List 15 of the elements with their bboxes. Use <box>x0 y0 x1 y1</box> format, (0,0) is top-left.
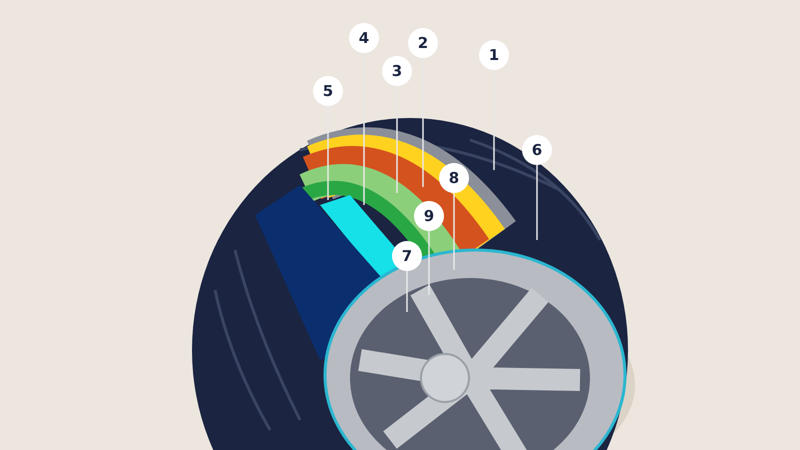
leader-line <box>406 271 408 312</box>
leader-line <box>363 53 365 205</box>
callout-number: 1 <box>479 40 509 70</box>
callout-number: 5 <box>313 76 343 106</box>
leader-line <box>536 165 538 240</box>
leader-line <box>453 193 455 270</box>
callout-number: 3 <box>382 56 412 86</box>
leader-line <box>428 231 430 295</box>
callout-number: 6 <box>522 135 552 165</box>
leader-line <box>493 70 495 170</box>
callout-number: 2 <box>408 28 438 58</box>
leader-line <box>396 86 398 193</box>
callout-number: 4 <box>349 23 379 53</box>
leader-line <box>327 106 329 200</box>
leader-line <box>422 58 424 187</box>
